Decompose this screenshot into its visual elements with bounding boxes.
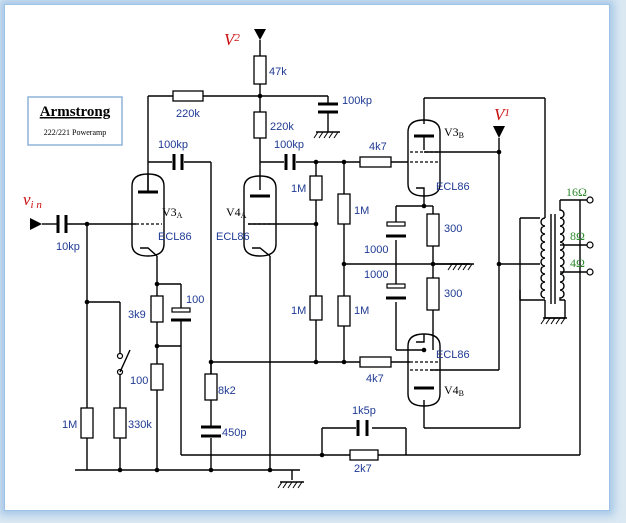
tube-v3a	[131, 173, 165, 257]
label-8-ohm: 8Ω	[570, 229, 585, 243]
label-3k9: 3k9	[128, 309, 146, 321]
label-v4a-type: ECL86	[216, 231, 250, 243]
label-47k: 47k	[269, 66, 287, 78]
label-v4a: V4A	[226, 205, 247, 220]
label-100kp-v4a: 100kp	[274, 139, 304, 151]
label-1m-d: 1M	[354, 305, 369, 317]
bypass-switch	[116, 349, 131, 376]
component-labels: 47k 220k 220k 100kp 100kp 100kp 4k7 10kp…	[56, 66, 462, 475]
schematic-frame	[4, 4, 610, 511]
label-300-a: 300	[444, 223, 462, 235]
junction-dots	[84, 93, 502, 473]
tube-v4a	[243, 175, 277, 257]
label-1m-c: 1M	[291, 305, 306, 317]
v2-supply-arrow	[254, 29, 266, 40]
output-16-terminal	[586, 196, 594, 204]
label-v3b: V3B	[444, 125, 464, 140]
label-100-cap: 100	[186, 294, 204, 306]
label-1m-a: 1M	[291, 183, 306, 195]
title-box-title: Armstrong	[40, 104, 111, 120]
label-300-b: 300	[444, 288, 462, 300]
label-100-res: 100	[130, 375, 148, 387]
v1-supply-arrow	[493, 126, 505, 138]
tube-v4b	[407, 333, 441, 407]
label-4k7-top: 4k7	[369, 141, 387, 153]
label-v3b-type: ECL86	[436, 181, 470, 193]
ground-symbol	[313, 131, 341, 139]
label-100kp-dec: 100kp	[342, 95, 372, 107]
label-v3a-type: ECL86	[158, 231, 192, 243]
capacitors	[171, 102, 406, 438]
label-1000-b: 1000	[364, 269, 388, 281]
v2-label: V2	[224, 30, 240, 49]
label-4k7-bot: 4k7	[366, 373, 384, 385]
label-330k: 330k	[128, 419, 152, 431]
label-1m-b: 1M	[354, 205, 369, 217]
label-v4b-type: ECL86	[436, 349, 470, 361]
v1-label: V1	[494, 105, 510, 124]
label-100kp-v3a: 100kp	[158, 139, 188, 151]
output-4-terminal	[586, 268, 594, 276]
input-arrow	[30, 218, 42, 230]
title-box-subtitle: 222/221 Poweramp	[44, 128, 106, 137]
label-v4b: V4B	[444, 383, 464, 398]
wires	[75, 84, 590, 480]
label-1m-in: 1M	[62, 419, 77, 431]
label-2k7: 2k7	[354, 463, 372, 475]
resistors	[80, 55, 440, 461]
ground-symbol	[540, 317, 568, 325]
vin-label: vi n	[23, 190, 42, 211]
title-box: Armstrong 222/221 Poweramp	[27, 96, 123, 146]
output-transformer	[520, 196, 594, 304]
tube-labels: V3A ECL86 V4A ECL86 V3B ECL86 ECL86 V4B	[158, 125, 470, 398]
label-v3a: V3A	[162, 205, 183, 220]
output-8-terminal	[586, 241, 594, 249]
tube-v3b	[407, 119, 441, 197]
label-220k-mid: 220k	[270, 121, 294, 133]
ground-symbol	[447, 263, 475, 271]
label-220k-top: 220k	[176, 108, 200, 120]
label-1000-a: 1000	[364, 244, 388, 256]
label-16-ohm: 16Ω	[566, 185, 587, 199]
label-1k5p: 1k5p	[352, 405, 376, 417]
label-8k2: 8k2	[218, 385, 236, 397]
ground-symbol	[277, 481, 305, 489]
output-labels: 16Ω 8Ω 4Ω	[566, 185, 587, 270]
label-10kp: 10kp	[56, 241, 80, 253]
label-4-ohm: 4Ω	[570, 256, 585, 270]
label-450p: 450p	[222, 427, 246, 439]
